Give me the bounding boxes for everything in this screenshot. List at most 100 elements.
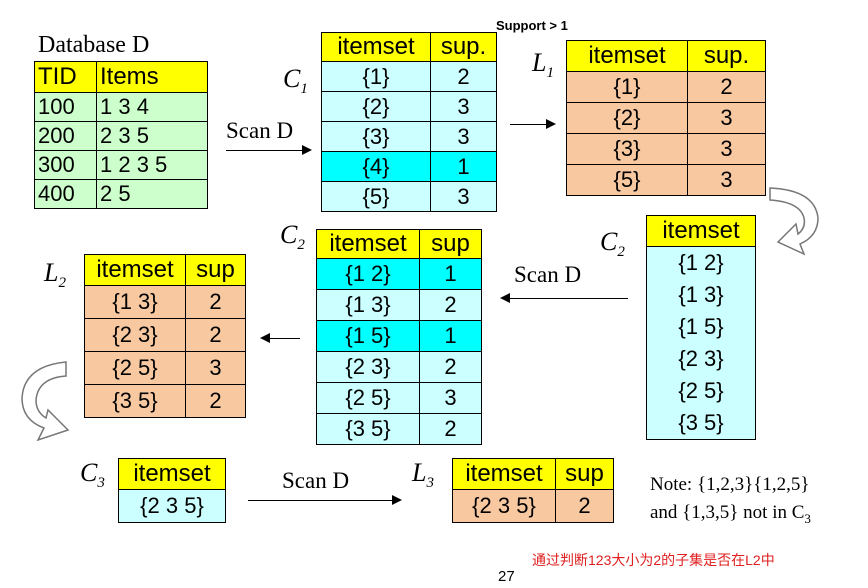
itemset-cell: {3 5} (84, 384, 186, 418)
scan-d-label-2: Scan D (514, 262, 582, 287)
itemset-cell: {1} (321, 61, 431, 92)
itemset-cell: {2 5} (84, 351, 186, 385)
tid-cell: 300 (34, 150, 97, 180)
itemset-cell: {2 3} (316, 351, 420, 383)
itemset-cell-pruned: {4} (321, 151, 431, 182)
c1-table: itemset sup. {1}2 {2}3 {3}3 {4}1 {5}3 (321, 32, 497, 212)
sup-cell: 2 (419, 289, 482, 321)
c1-col-sup: sup. (430, 32, 497, 62)
sup-cell: 3 (430, 91, 497, 122)
itemset-cell: {2 3 5} (452, 489, 556, 523)
col-items: Items (96, 61, 208, 93)
itemset-cell-pruned: {1 2} (316, 258, 420, 290)
itemset-cell: {2 3} (646, 343, 756, 375)
c3-col-itemset: itemset (118, 458, 226, 490)
l1-col-itemset: itemset (566, 40, 688, 72)
l3-table: itemset sup {2 3 5}2 (452, 458, 614, 523)
itemset-cell: {1 5} (646, 311, 756, 343)
tid-cell: 100 (34, 92, 97, 122)
sup-cell: 3 (185, 351, 246, 385)
sup-cell: 3 (687, 133, 766, 165)
l3-label: L3 (412, 458, 434, 492)
tid-cell: 200 (34, 121, 97, 151)
items-cell: 2 5 (96, 179, 208, 209)
c2-list-col-itemset: itemset (646, 215, 756, 247)
sup-cell-pruned: 1 (419, 320, 482, 352)
l3-col-itemset: itemset (452, 458, 556, 490)
c2-list-table: itemset {1 2} {1 3} {1 5} {2 3} {2 5} {3… (646, 215, 756, 440)
scan-d-label-3: Scan D (282, 468, 350, 493)
itemset-cell: {1} (566, 71, 688, 103)
sup-cell: 3 (430, 121, 497, 152)
c2-label: C2 (280, 220, 305, 254)
itemset-cell: {3} (321, 121, 431, 152)
sup-cell: 2 (419, 351, 482, 383)
l2-label: L2 (44, 258, 66, 292)
curved-arrow-right-icon (769, 187, 819, 256)
sup-cell: 3 (687, 102, 766, 134)
note-line-1: Note: {1,2,3}{1,2,5} (650, 474, 810, 495)
itemset-cell: {2 5} (646, 375, 756, 407)
itemset-cell: {5} (321, 181, 431, 212)
database-title: Database D (38, 32, 150, 58)
support-label: Support > 1 (496, 18, 568, 33)
c1-label: C1 (283, 64, 308, 98)
sup-cell: 2 (185, 285, 246, 319)
arrow-c1-to-l1 (510, 119, 556, 129)
c2-col-itemset: itemset (316, 229, 420, 259)
itemset-cell: {2 3} (84, 318, 186, 352)
items-cell: 2 3 5 (96, 121, 208, 151)
itemset-cell: {3 5} (646, 407, 756, 440)
c2-col-sup: sup (419, 229, 482, 259)
col-tid: TID (34, 61, 97, 93)
page-number: 27 (498, 568, 515, 585)
l1-col-sup: sup. (687, 40, 766, 72)
itemset-cell: {3} (566, 133, 688, 165)
l1-table: itemset sup. {1}2 {2}3 {3}3 {5}3 (566, 40, 766, 196)
c2-table: itemset sup {1 2}1 {1 3}2 {1 5}1 {2 3}2 … (316, 229, 482, 445)
curved-arrow-left-icon (21, 361, 70, 442)
sup-cell-pruned: 1 (419, 258, 482, 290)
arrow-c2-to-l2 (260, 333, 300, 343)
sup-cell: 2 (419, 413, 482, 445)
itemset-cell-pruned: {1 5} (316, 320, 420, 352)
itemset-cell: {5} (566, 164, 688, 196)
l3-col-sup: sup (555, 458, 614, 490)
chinese-note: 通过判断123大小为2的子集是否在L2中 (532, 552, 775, 568)
itemset-cell: {2} (321, 91, 431, 122)
sup-cell: 3 (419, 382, 482, 414)
itemset-cell: {1 3} (646, 279, 756, 311)
tid-cell: 400 (34, 179, 97, 209)
itemset-cell: {1 2} (646, 246, 756, 279)
itemset-cell: {2 3 5} (118, 489, 226, 523)
sup-cell: 2 (687, 71, 766, 103)
l2-col-sup: sup (185, 254, 246, 286)
c1-col-itemset: itemset (321, 32, 431, 62)
sup-cell: 2 (185, 384, 246, 418)
itemset-cell: {3 5} (316, 413, 420, 445)
itemset-cell: {2 5} (316, 382, 420, 414)
sup-cell: 2 (430, 61, 497, 92)
itemset-cell: {1 3} (316, 289, 420, 321)
sup-cell-pruned: 1 (430, 151, 497, 182)
sup-cell: 3 (687, 164, 766, 196)
itemset-cell: {2} (566, 102, 688, 134)
c2-list-label: C2 (600, 227, 625, 261)
items-cell: 1 2 3 5 (96, 150, 208, 180)
l2-col-itemset: itemset (84, 254, 186, 286)
arrow-c2list-to-c2sup (500, 293, 628, 303)
sup-cell: 2 (185, 318, 246, 352)
l1-label: L1 (532, 48, 554, 82)
c3-table: itemset {2 3 5} (118, 458, 226, 523)
scan-d-label-1: Scan D (226, 118, 294, 143)
sup-cell: 2 (555, 489, 614, 523)
sup-cell: 3 (430, 181, 497, 212)
c3-label: C3 (80, 458, 105, 492)
arrow-db-to-c1 (226, 145, 312, 155)
arrow-c3-to-l3 (248, 495, 402, 505)
items-cell: 1 3 4 (96, 92, 208, 122)
itemset-cell: {1 3} (84, 285, 186, 319)
l2-table: itemset sup {1 3}2 {2 3}2 {2 5}3 {3 5}2 (84, 254, 246, 418)
note-line-2: and {1,3,5} not in C3 (650, 502, 811, 526)
